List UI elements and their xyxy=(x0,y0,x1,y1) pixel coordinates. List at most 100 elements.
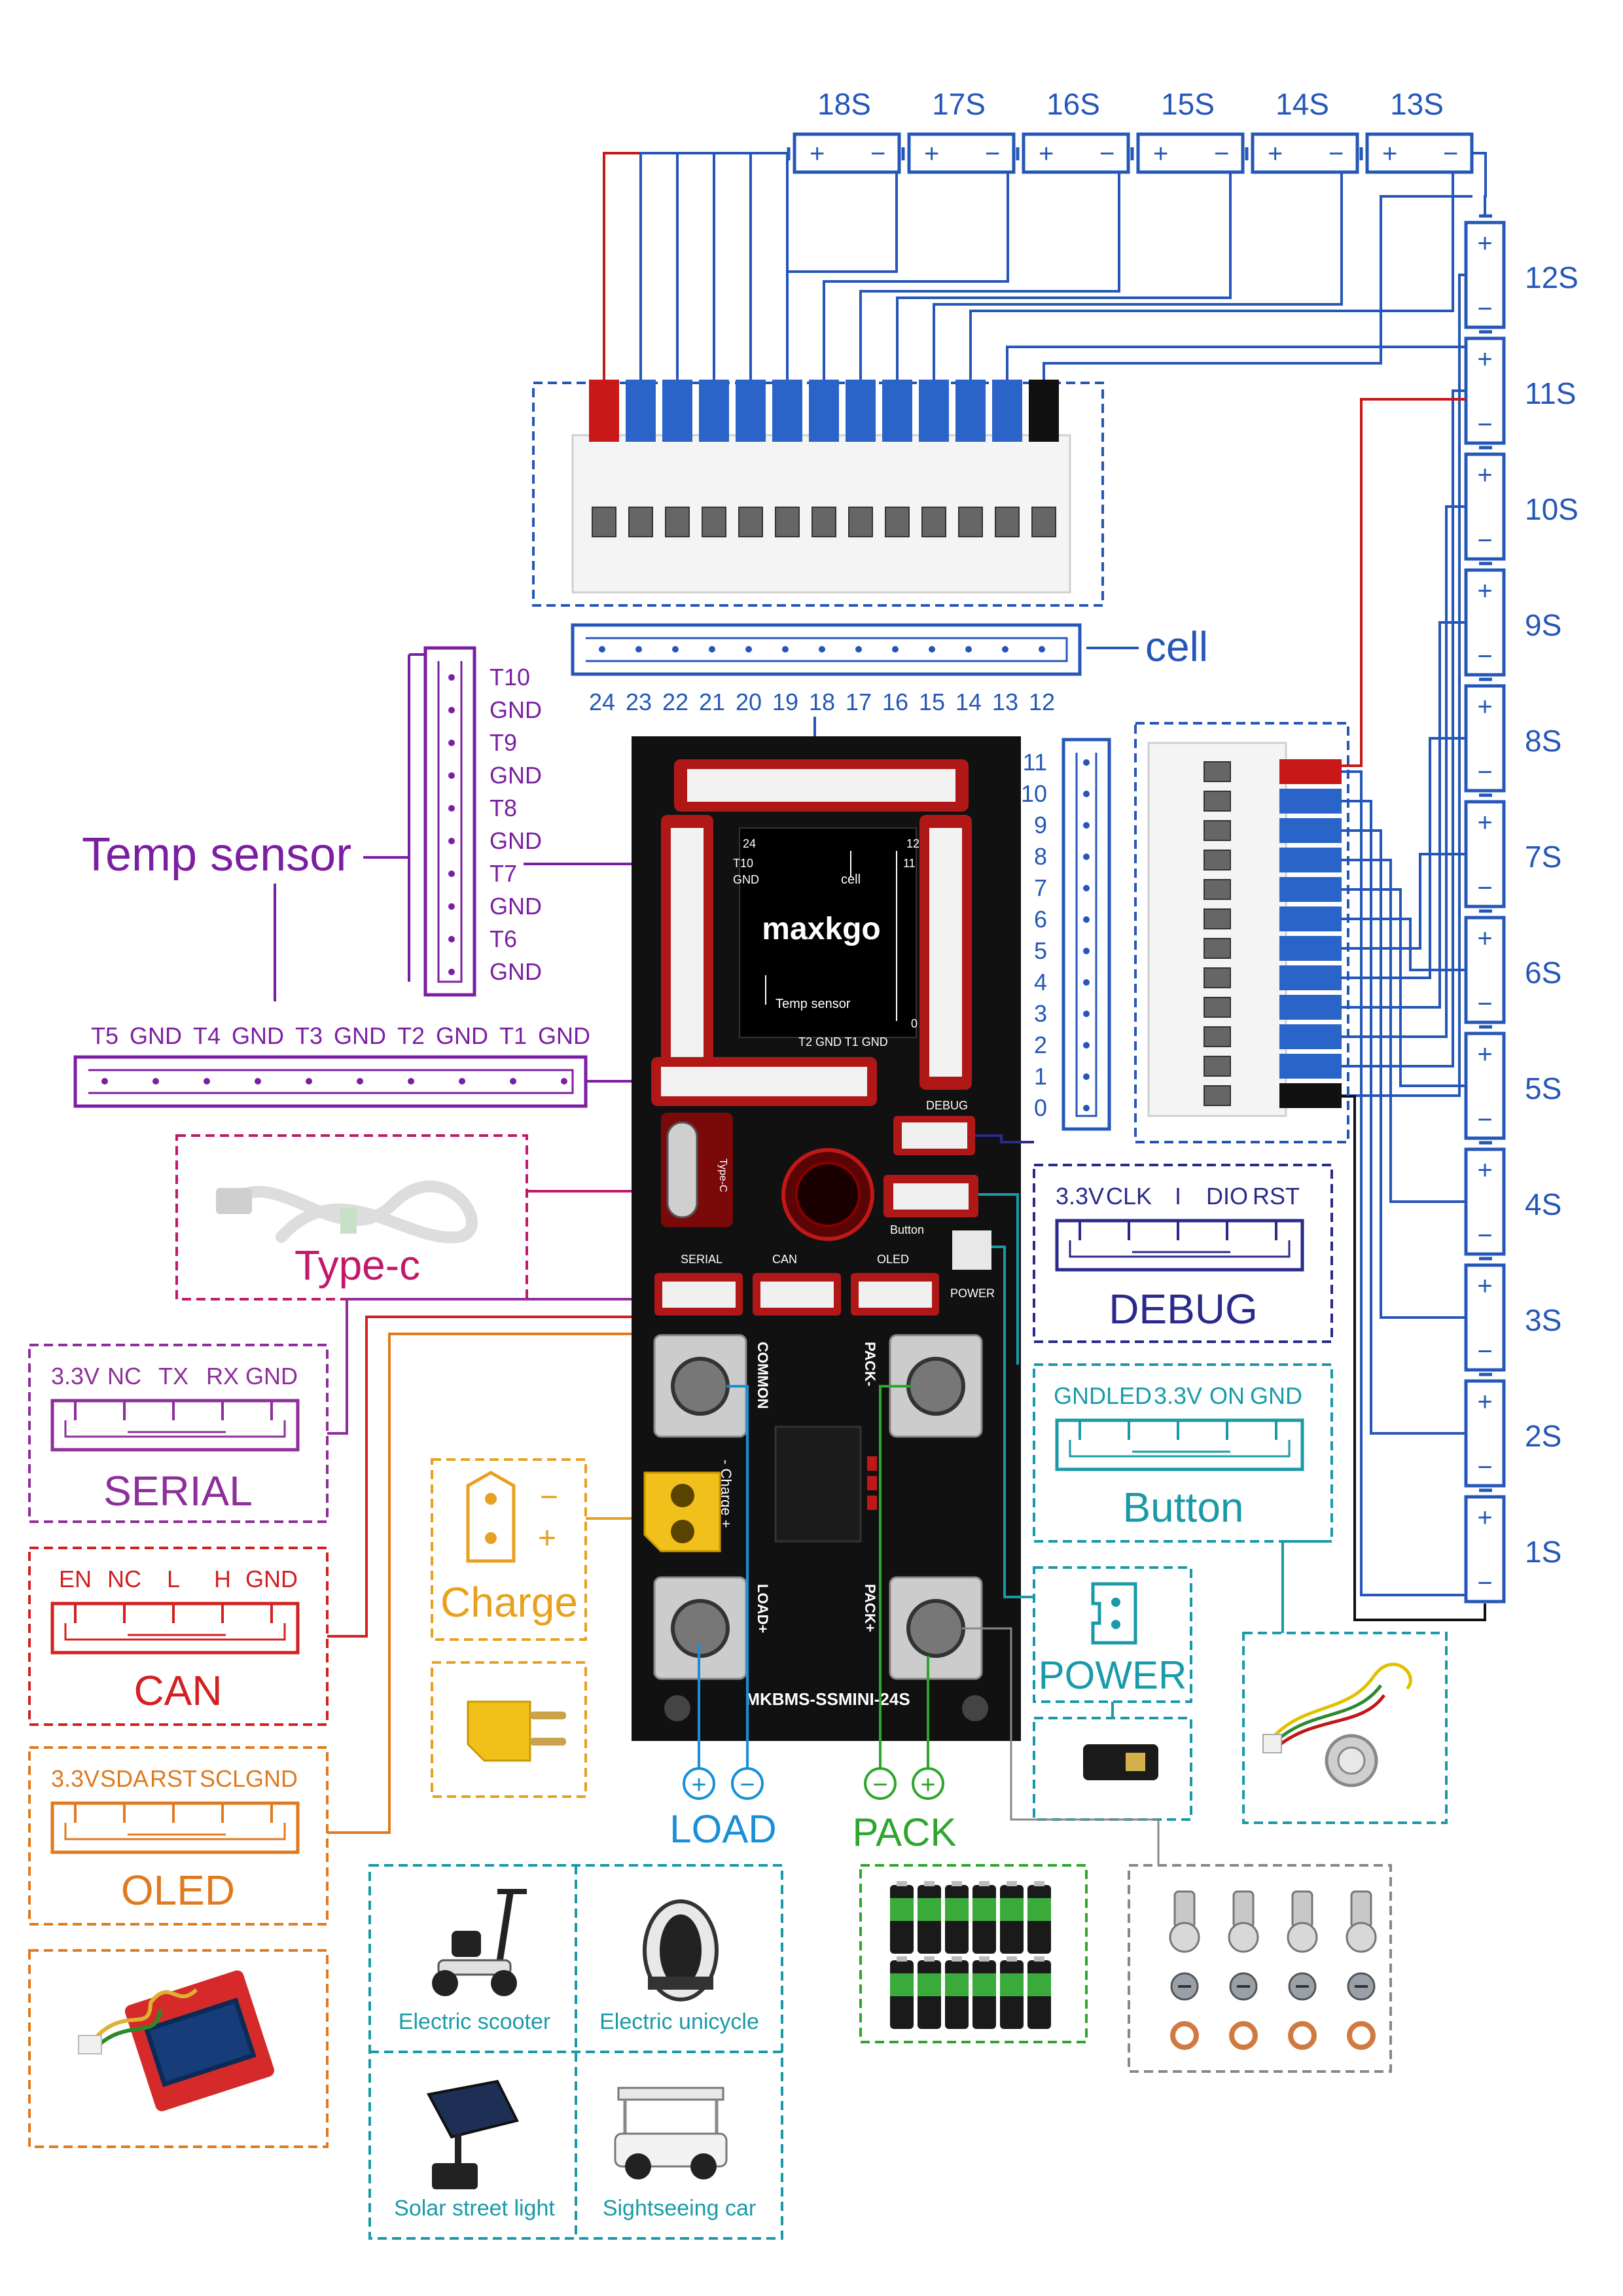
pin-label-CLK: CLK xyxy=(1106,1183,1152,1210)
app-solar-street-light-label: Solar street light xyxy=(394,2196,555,2221)
right-cell-column: +−12S+−11S+−10S+−9S+−8S+−7S+−6S+−5S+−4S+… xyxy=(1464,152,1578,1604)
ring-lug-eye xyxy=(1228,1922,1259,1953)
cell-top-dot xyxy=(599,646,605,653)
temp-h-dot xyxy=(101,1078,108,1085)
ring-lug-eye xyxy=(1287,1922,1318,1953)
sense-wire-top xyxy=(969,172,1454,380)
cell-top-dot xyxy=(1039,646,1045,653)
harness-side-wire xyxy=(1279,1054,1342,1079)
temp-h-pin-T5: T5 xyxy=(91,1022,118,1049)
harness-side-pin xyxy=(1204,1026,1231,1047)
harness-side-wire xyxy=(1279,789,1342,814)
cell-top-dot xyxy=(929,646,935,653)
harness-side-wire xyxy=(1279,877,1342,902)
cell-top-minus: − xyxy=(870,139,885,168)
pin-label-SCL: SCL xyxy=(200,1765,245,1792)
cell-right-minus: − xyxy=(1477,410,1492,439)
harness-top-pin xyxy=(995,507,1020,537)
board-silk-24: 24 xyxy=(743,837,756,850)
harness-top-pin xyxy=(775,507,800,537)
cell-side-dot xyxy=(1083,1073,1090,1080)
cell-right-minus: − xyxy=(1477,1105,1492,1134)
harness-side-pin xyxy=(1204,820,1231,841)
cell-right-body xyxy=(1464,336,1506,445)
cell-pin-23: 23 xyxy=(626,689,652,715)
cell-top-dot xyxy=(672,646,679,653)
harness-top-wire xyxy=(809,380,839,442)
sense-wire-right xyxy=(1342,829,1466,1319)
terminal-hardware-photo-box xyxy=(1128,1864,1392,2073)
board-silk-t10: T10 xyxy=(733,857,753,870)
temp-v-dot xyxy=(448,870,455,877)
sense-wire-top xyxy=(676,152,785,380)
temp-v-pin-GND: GND xyxy=(490,827,542,854)
harness-top-wire xyxy=(919,380,949,442)
harness-top-pin xyxy=(812,507,836,537)
board-silk-12: 12 xyxy=(906,837,919,850)
sense-wire-top xyxy=(1006,346,1466,380)
harness-top-wire xyxy=(699,380,729,442)
applications-grid: Electric scooter Electric unicycle Solar… xyxy=(368,1864,783,2240)
battery-cap xyxy=(897,1956,907,1962)
cell-side-dot xyxy=(1083,822,1090,829)
harness-top-pin xyxy=(848,507,873,537)
pin-label-RX: RX xyxy=(206,1363,239,1390)
cell-right-minus: − xyxy=(1477,990,1492,1018)
pin-label-SDA: SDA xyxy=(100,1765,149,1792)
cell-right-body xyxy=(1464,221,1506,329)
cell-side-dot xyxy=(1083,1011,1090,1017)
harness-top-wire xyxy=(736,380,766,442)
board-silk-cell: cell xyxy=(841,872,861,887)
board-silk-gnd: GND xyxy=(733,873,759,886)
pin-label-3.3V: 3.3V xyxy=(1154,1382,1202,1409)
connector-inner xyxy=(64,1623,286,1641)
cell-right-plus: + xyxy=(1477,692,1492,721)
cell-top-dot xyxy=(782,646,789,653)
temp-v-dot xyxy=(448,838,455,844)
sightseeing-car-image xyxy=(614,2087,728,2179)
pin-label-RST: RST xyxy=(150,1765,197,1792)
board-silk-debug: DEBUG xyxy=(926,1099,968,1112)
battery-label xyxy=(972,1898,996,1921)
sense-wire-top xyxy=(786,172,898,380)
load-plus: + xyxy=(691,1770,706,1799)
battery-label xyxy=(918,1898,941,1921)
board-silk-loadp: LOAD+ xyxy=(755,1584,771,1633)
temp-v-pin-T7: T7 xyxy=(490,860,517,887)
button-switch-photo-box xyxy=(1242,1632,1448,1824)
cell-right-minus: − xyxy=(1477,1453,1492,1482)
pack-label: PACK xyxy=(853,1810,957,1854)
cell-side-pin-7: 7 xyxy=(1034,874,1047,901)
cell-side-pin-1: 1 xyxy=(1034,1063,1047,1090)
sense-wire-top xyxy=(823,172,1009,380)
battery-cap xyxy=(979,1956,990,1962)
sense-wire-top xyxy=(896,172,1232,380)
board-silk-0: 0 xyxy=(911,1017,918,1030)
type-c-cable-box: Type-c xyxy=(175,1134,658,1300)
cell-right-label-2S: 2S xyxy=(1525,1419,1561,1453)
cell-right-label-12S: 12S xyxy=(1525,260,1578,295)
battery-label xyxy=(890,1973,914,1996)
harness-top-pin xyxy=(885,507,910,537)
app-electric-scooter-label: Electric scooter xyxy=(399,2009,550,2034)
copper-washer xyxy=(1288,2021,1317,2050)
cell-right-plus: + xyxy=(1477,924,1492,953)
cell-pin-15: 15 xyxy=(919,689,945,715)
cell-right-plus: + xyxy=(1477,1272,1492,1300)
load-minus: − xyxy=(740,1770,755,1799)
cell-side-dot xyxy=(1083,759,1090,766)
sense-wire-right xyxy=(1342,1095,1486,1621)
pack-terminals: − + PACK xyxy=(853,1385,957,1854)
electric-scooter-image xyxy=(432,1889,527,1996)
cell-pin-18: 18 xyxy=(809,689,835,715)
temp-h-dot xyxy=(510,1078,516,1085)
temp-v-pin-T10: T10 xyxy=(490,664,530,691)
harness-side-wire xyxy=(1279,818,1342,843)
temp-v-dot xyxy=(448,740,455,746)
cell-right-label-8S: 8S xyxy=(1525,724,1561,758)
cell-top-body xyxy=(1022,132,1130,174)
sense-wire-right xyxy=(1342,770,1466,1596)
